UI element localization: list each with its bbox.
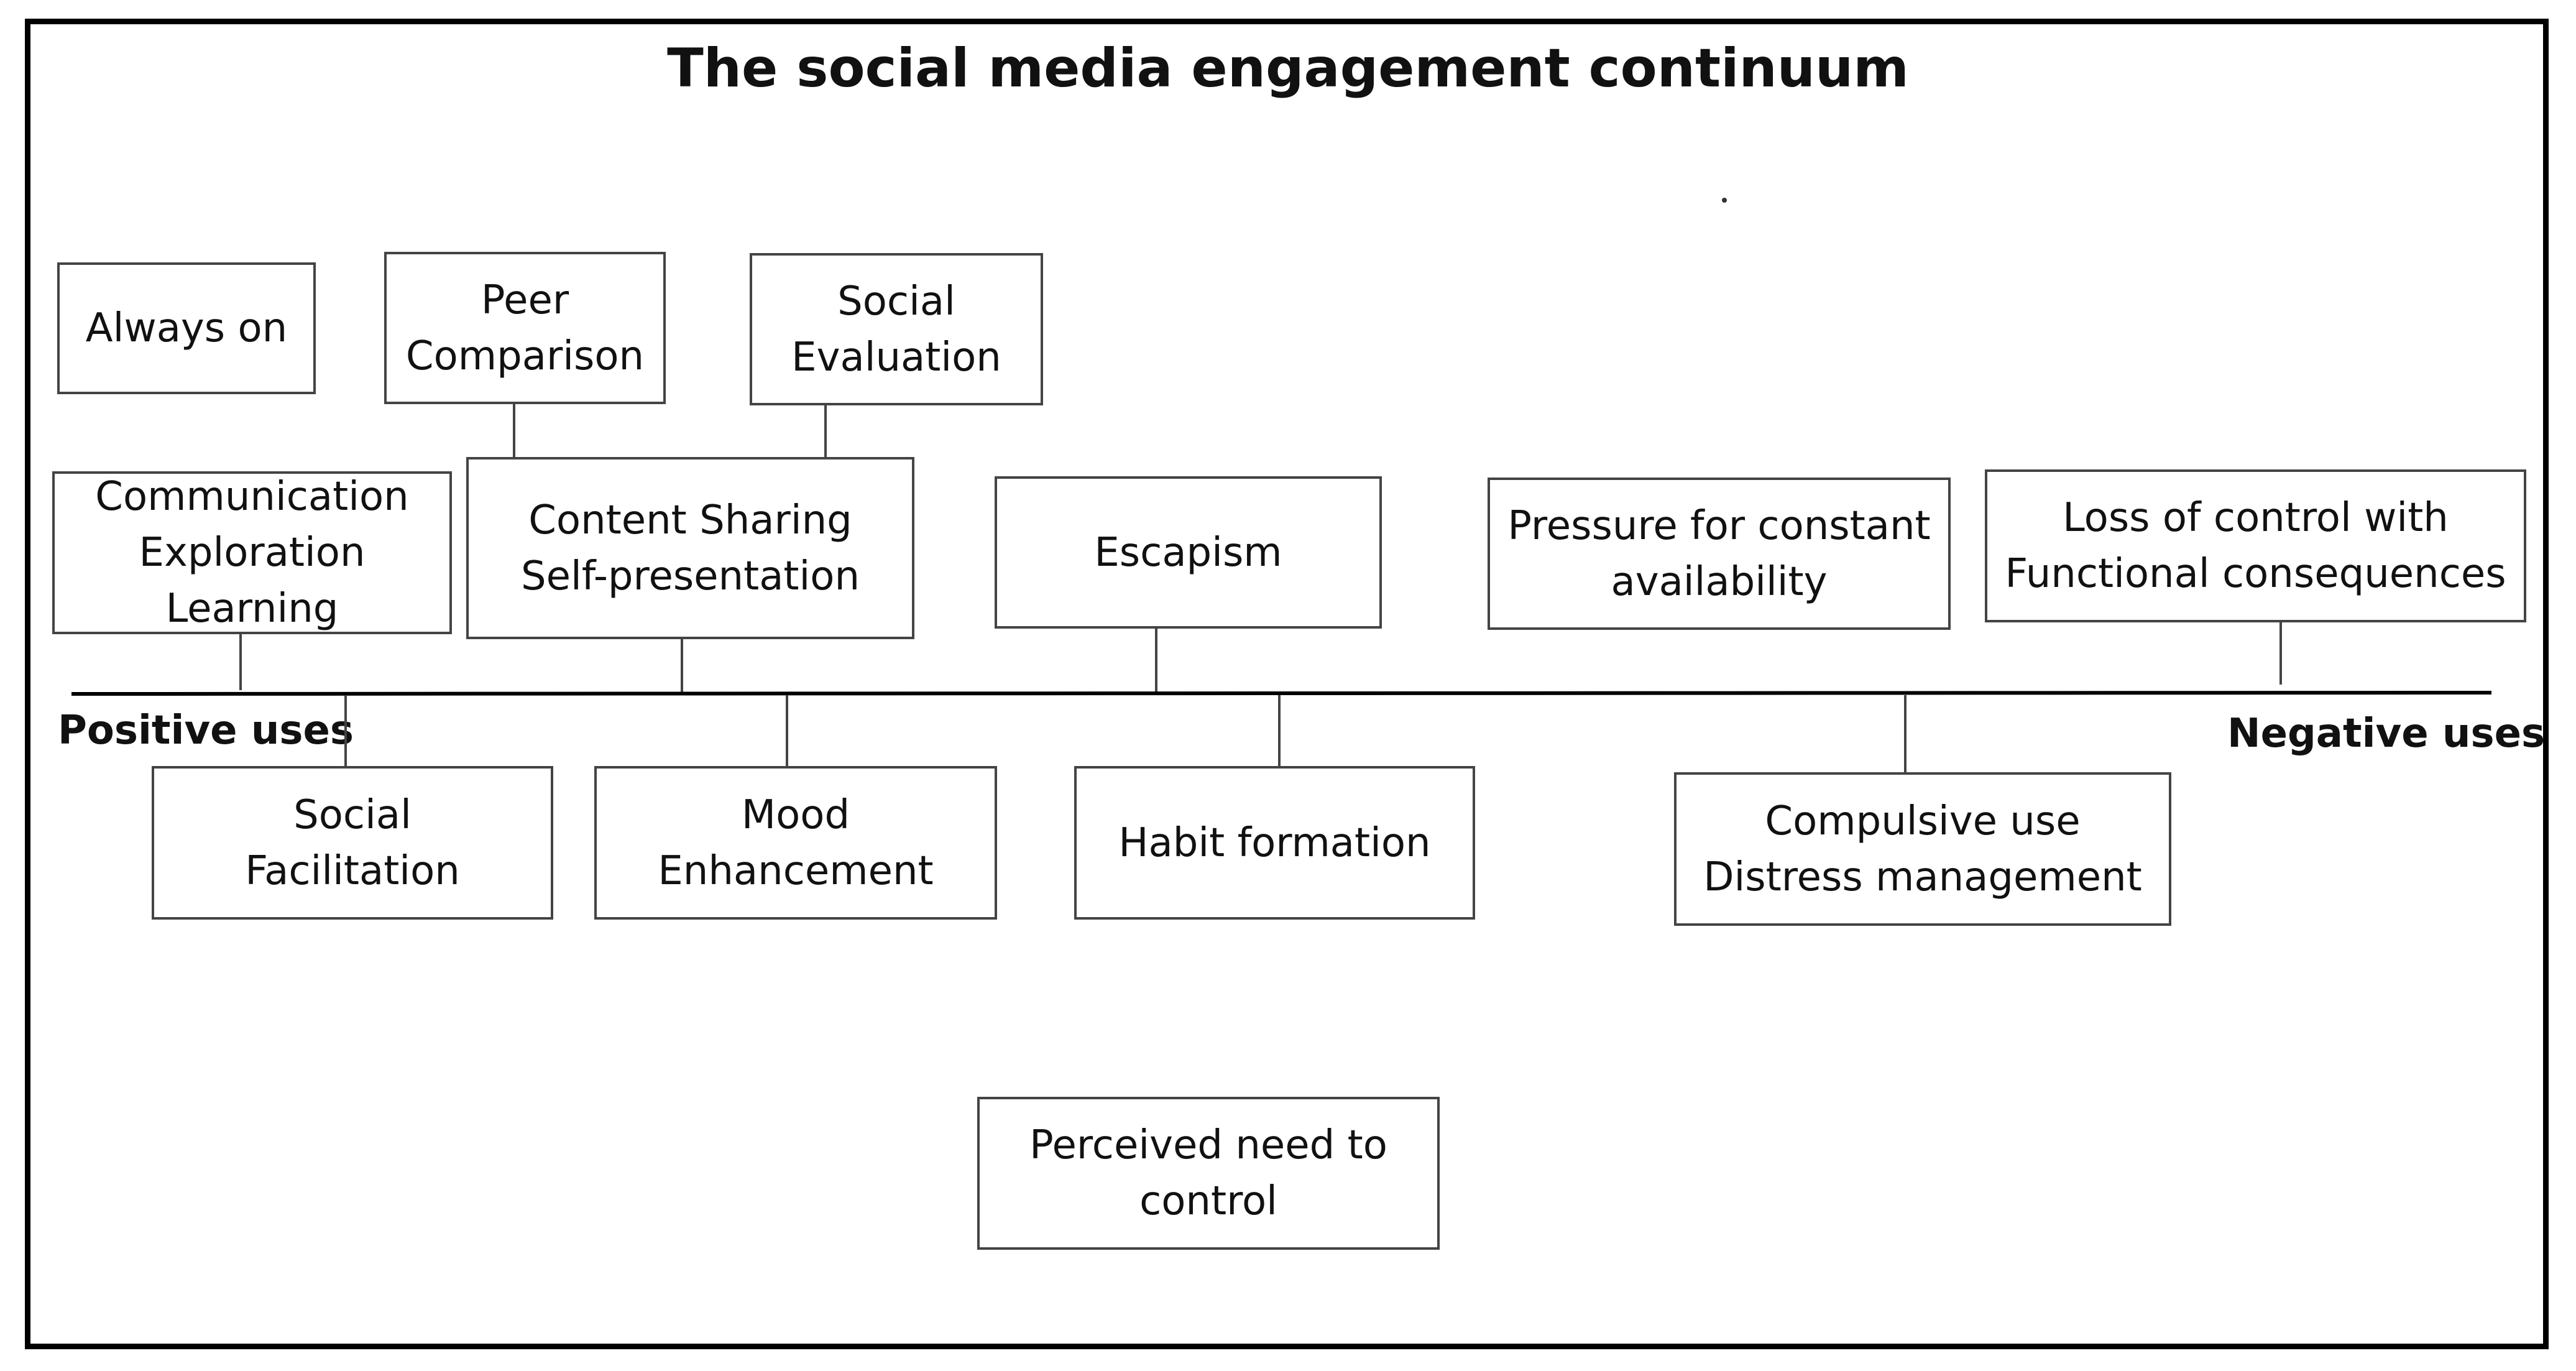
mood-enhancement-box: Mood Enhancement	[594, 766, 997, 920]
connector-content-sharing	[681, 639, 683, 693]
perceived-need-line-1: Perceived need to	[1029, 1122, 1387, 1168]
peer-comparison-line-2: Comparison	[405, 333, 645, 379]
habit-formation-line-1: Habit formation	[1118, 819, 1431, 866]
escapism-box: Escapism	[995, 476, 1382, 629]
peer-comparison-line-1: Peer	[481, 277, 569, 323]
communication-line-2: Exploration	[139, 530, 366, 576]
communication-box: Communication Exploration Learning	[52, 471, 452, 634]
mood-enhancement-line-1: Mood	[741, 792, 850, 838]
loss-of-control-line-2: Functional consequences	[2005, 551, 2506, 597]
peer-comparison-box: Peer Comparison	[384, 252, 666, 404]
social-facilitation-line-2: Facilitation	[245, 847, 460, 894]
stray-dot	[1722, 198, 1727, 203]
pressure-line-1: Pressure for constant	[1507, 502, 1931, 549]
compulsive-use-line-2: Distress management	[1703, 854, 2142, 900]
connector-communication	[239, 634, 242, 690]
diagram-title: The social media engagement continuum	[667, 37, 1909, 99]
social-evaluation-box: Social Evaluation	[750, 253, 1043, 405]
pressure-box: Pressure for constant availability	[1488, 478, 1951, 630]
communication-line-3: Learning	[165, 586, 339, 632]
communication-line-1: Communication	[95, 474, 409, 520]
content-sharing-line-1: Content Sharing	[528, 497, 852, 543]
loss-of-control-line-1: Loss of control with	[2063, 495, 2449, 541]
connector-social-facilitation	[344, 695, 347, 767]
social-facilitation-box: Social Facilitation	[152, 766, 553, 920]
social-evaluation-line-1: Social	[837, 278, 955, 325]
connector-mood-enhancement	[786, 695, 788, 767]
diagram-frame	[25, 19, 2549, 1349]
content-sharing-box: Content Sharing Self-presentation	[466, 457, 914, 639]
connector-social-evaluation	[824, 405, 827, 457]
negative-uses-label: Negative uses	[2227, 711, 2546, 757]
connector-loss-of-control	[2279, 622, 2282, 685]
always-on-line-1: Always on	[85, 305, 288, 351]
connector-habit-formation	[1278, 695, 1281, 767]
loss-of-control-box: Loss of control with Functional conseque…	[1985, 469, 2526, 622]
pressure-line-2: availability	[1611, 558, 1828, 605]
connector-escapism	[1155, 629, 1157, 695]
connector-compulsive-use	[1904, 695, 1907, 773]
content-sharing-line-2: Self-presentation	[521, 553, 860, 599]
escapism-line-1: Escapism	[1094, 529, 1282, 576]
social-evaluation-line-2: Evaluation	[791, 334, 1001, 381]
connector-peer-comparison	[513, 404, 515, 457]
positive-uses-label: Positive uses	[58, 708, 354, 754]
compulsive-use-box: Compulsive use Distress management	[1674, 772, 2171, 926]
habit-formation-box: Habit formation	[1074, 766, 1475, 920]
perceived-need-box: Perceived need to control	[977, 1097, 1440, 1250]
social-facilitation-line-1: Social	[293, 792, 412, 838]
always-on-box: Always on	[57, 262, 316, 394]
mood-enhancement-line-2: Enhancement	[658, 847, 934, 894]
compulsive-use-line-1: Compulsive use	[1765, 798, 2081, 844]
perceived-need-line-2: control	[1139, 1178, 1277, 1224]
